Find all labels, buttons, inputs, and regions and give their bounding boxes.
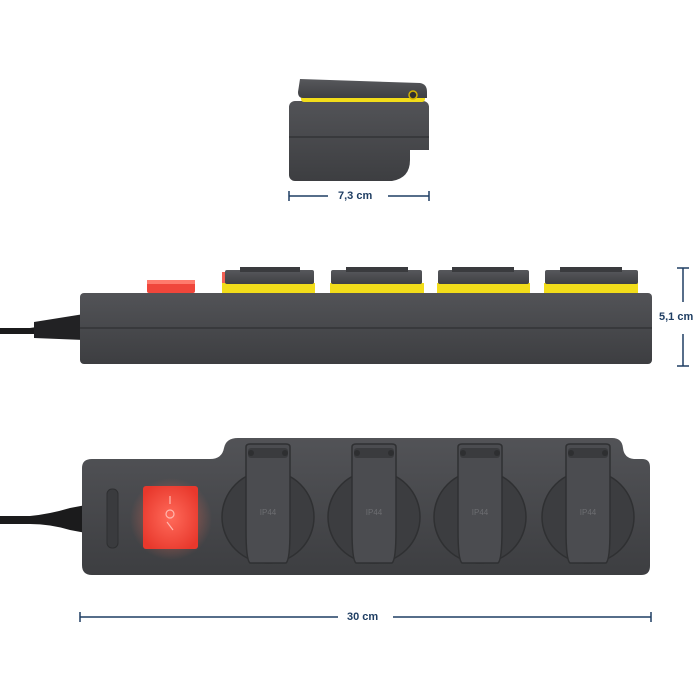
socket-profile-4 — [544, 267, 638, 293]
socket-1[interactable] — [221, 443, 315, 564]
end-view-notch — [392, 150, 429, 181]
socket-3-rating: IP44 — [472, 508, 489, 517]
socket-profile-2 — [330, 267, 424, 293]
socket-1-rating: IP44 — [260, 508, 277, 517]
socket-2-rating: IP44 — [366, 508, 383, 517]
hinge-icon — [408, 90, 418, 100]
socket-profile-3 — [437, 267, 530, 293]
end-view-lid — [298, 79, 427, 98]
socket-profile-1 — [222, 267, 315, 293]
top-view: IP44 IP44 IP44 IP44 — [0, 438, 652, 622]
length-label: 30 cm — [347, 611, 379, 623]
socket-4-rating: IP44 — [580, 508, 597, 517]
height-dimension — [677, 267, 689, 367]
cable-top — [0, 505, 86, 533]
depth-label: 7,3 cm — [338, 190, 373, 202]
socket-2[interactable] — [327, 443, 421, 564]
end-view-body — [289, 101, 429, 181]
depth-dimension — [288, 191, 430, 201]
profile-view — [0, 267, 689, 367]
socket-4[interactable] — [541, 443, 635, 564]
end-view — [288, 79, 430, 201]
indicator-slot — [106, 488, 119, 549]
length-dimension — [79, 612, 652, 622]
power-symbol-icon — [165, 496, 175, 531]
socket-3[interactable] — [433, 443, 527, 564]
height-label: 5,1 cm — [659, 311, 694, 323]
